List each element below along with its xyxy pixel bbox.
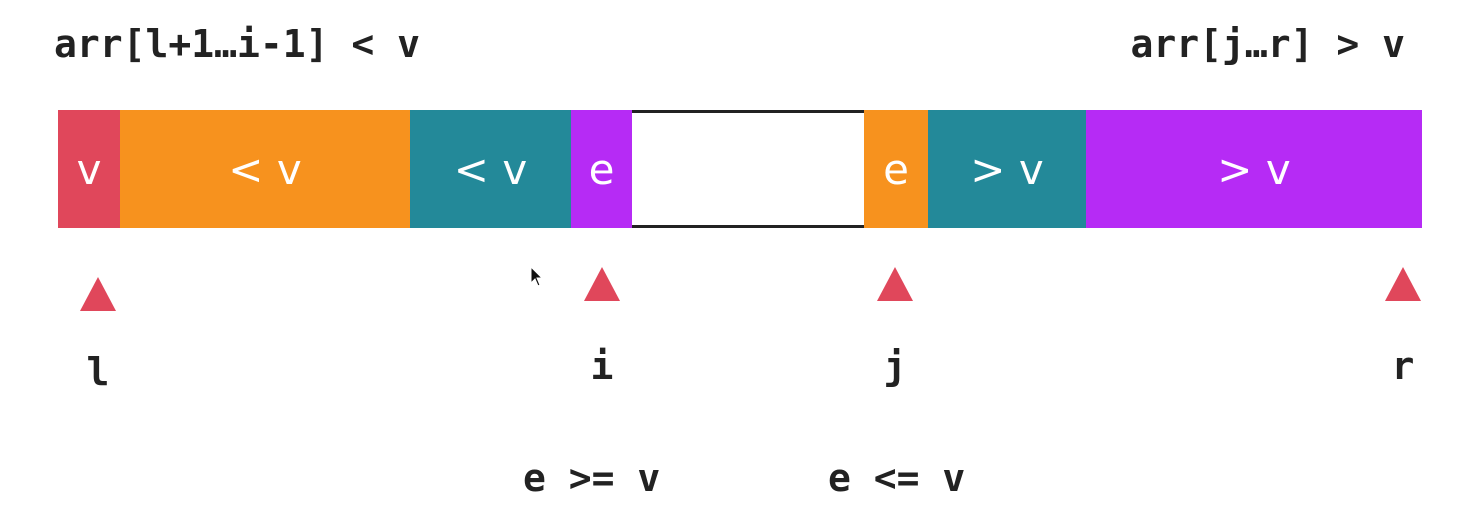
pointer-marker-j — [877, 267, 913, 301]
array-bar: v < v < v e e > v > v — [58, 110, 1422, 228]
segment-e-left: e — [571, 110, 632, 228]
caption-left: arr[l+1…i-1] < v — [54, 22, 421, 66]
pointer-marker-i — [584, 267, 620, 301]
pointer-marker-r — [1385, 267, 1421, 301]
pointer-label-l: l — [86, 350, 110, 394]
pointer-label-j: j — [883, 344, 907, 388]
segment-unprocessed — [632, 110, 864, 228]
segment-less-a: < v — [120, 110, 410, 228]
pointer-label-r: r — [1391, 344, 1415, 388]
segment-greater-b: > v — [1086, 110, 1422, 228]
condition-right: e <= v — [828, 456, 966, 500]
mouse-cursor-icon — [530, 266, 544, 287]
pointer-label-i: i — [590, 344, 614, 388]
pointer-marker-l — [80, 277, 116, 311]
condition-left: e >= v — [523, 456, 661, 500]
segment-less-b: < v — [410, 110, 571, 228]
caption-right: arr[j…r] > v — [1130, 22, 1405, 66]
segment-pivot: v — [58, 110, 120, 228]
segment-greater-a: > v — [928, 110, 1086, 228]
segment-e-right: e — [864, 110, 928, 228]
